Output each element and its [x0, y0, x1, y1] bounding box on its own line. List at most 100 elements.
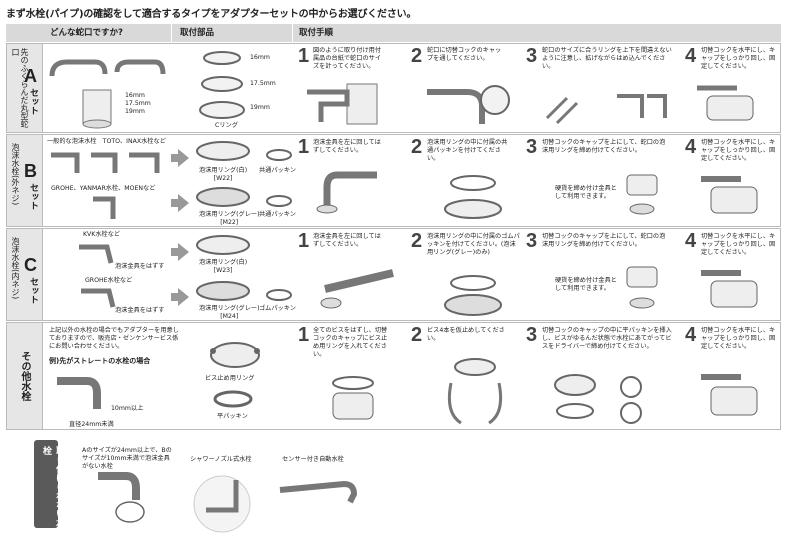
header-parts: 取付部品 [172, 24, 292, 42]
section-c-label-top-note: 泡沫金具をはずす [115, 263, 165, 270]
not-attachable-2-text: シャワーノズル式水栓 [190, 456, 252, 463]
faucet-c-top-illustration [79, 244, 114, 264]
step-other-2-text: ビス4本を仮止めしてください。 [427, 327, 505, 342]
section-b-label-bottom: GROHE、YANMAR水栓、MOENなど [51, 185, 156, 192]
arrow-c-bottom-icon [178, 288, 189, 306]
part-a-ring: Cリング [215, 122, 238, 129]
step-c-3-illustration [626, 266, 658, 309]
section-b-band [7, 135, 43, 226]
section-b: 泡沫水栓(外ネジ) B セット 一般的な泡沫水栓 TOTO、INAX水栓など G… [6, 134, 781, 227]
step-other-1-number: 1 [298, 324, 310, 346]
section-c-label-bottom: GROHE水栓など [85, 277, 133, 284]
step-a-2-illustration [427, 85, 510, 124]
pack-c-bottom-label: ゴムパッキン [259, 305, 296, 312]
section-c-set: セット [28, 277, 38, 304]
step-other-3-text: 切替コックのキャップの中に平パッキンを挿入し、ビスがゆるんだ状態で水栓にあてがっ… [542, 327, 672, 350]
not-attachable-1-text: Aのサイズが24mm以上で、Bのサイズが10mm未満で泡沫金具がない水栓 [82, 447, 172, 470]
header-faucet: どんな蛇口ですか? [6, 24, 171, 42]
section-c-side-label: 泡沫水栓(内ネジ) [11, 237, 20, 300]
step-c-4-text: 切替コックを水平にし、キャップをしっかり回し、固定してください。 [701, 233, 776, 256]
part-c-top: 泡沫用リング(白) [W23] [199, 259, 248, 274]
section-a-band [7, 44, 43, 132]
section-a-set: セット [28, 88, 38, 115]
step-a-1-illustration [307, 83, 378, 125]
step-a-1-text: 図のように取り付け用付属品の台紙で蛇口のサイズを計ってください。 [313, 47, 382, 70]
step-other-4-illustration [701, 374, 758, 416]
step-a-4-illustration [697, 85, 754, 121]
step-other-2-number: 2 [411, 324, 423, 346]
step-a-3-number: 3 [526, 45, 538, 67]
step-a-2-text: 蛇口に切替コックのキャップを通してください。 [427, 47, 502, 62]
part-a-16: 16mm [250, 54, 270, 61]
ring-b-top [196, 141, 250, 161]
size-a-175: 17.5mm [125, 100, 151, 107]
step-b-3-text: 切替コックのキャップを上にして、蛇口の泡沫用リングを締め付けてください。 [542, 139, 666, 154]
not-attachable-3-text: センサー付き自動水栓 [282, 456, 344, 463]
size-a-16: 16mm [125, 92, 145, 99]
part-b-top: 泡沫用リング(白) [W22] [199, 167, 248, 182]
c-ring-parts [199, 51, 245, 119]
ring-c-top [196, 235, 250, 255]
arrow-b-top-bar [171, 154, 179, 162]
step-a-4-number: 4 [685, 45, 697, 67]
section-a: 先のふくらんだ丸型蛇口 A セット 16mm 17.5mm 19mm 16mm … [6, 43, 781, 133]
other-faucet-illustration [57, 377, 101, 409]
arrow-c-top-icon [178, 243, 189, 261]
other-dim2: 直径24mm未満 [69, 421, 114, 428]
arrow-c-bottom-bar [171, 293, 179, 301]
step-b-1-number: 1 [298, 136, 310, 158]
step-b-3-note: 硬貨を締め付け金具として利用できます。 [555, 185, 617, 200]
step-b-1-illustration [316, 171, 377, 214]
faucet-c-bottom-illustration [81, 288, 116, 308]
section-b-letter: B [24, 161, 37, 181]
header-steps: 取付手順 [293, 24, 781, 42]
part-a-175: 17.5mm [250, 80, 276, 87]
step-other-4-number: 4 [685, 324, 697, 346]
section-a-letter: A [24, 66, 37, 86]
arrow-b-bottom-icon [178, 194, 189, 212]
step-b-1-text: 泡沫金具を左に回してはずしてください。 [313, 139, 381, 154]
step-c-4-illustration [701, 270, 758, 308]
step-b-4-text: 切替コックを水平にし、キャップをしっかり回し、固定してください。 [701, 139, 776, 162]
step-b-3-illustration [626, 174, 658, 215]
section-c-letter: C [24, 255, 37, 275]
faucet-a-illustration [49, 59, 166, 129]
section-a-side-label: 先のふくらんだ丸型蛇口 [11, 48, 29, 128]
other-dim1: 10mm以上 [111, 405, 144, 412]
section-c-band [7, 229, 43, 320]
section-other-side-label: その他水栓 [19, 351, 30, 401]
step-b-2-number: 2 [411, 136, 423, 158]
step-other-2-illustration [447, 358, 503, 425]
not-attachable-1-illustration [98, 472, 145, 523]
pack-c-bottom [266, 289, 292, 301]
step-a-3-text: 蛇口のサイズに合うリングを上下を間違えないように注意し、拡げながらはめ込んでくだ… [542, 47, 672, 70]
section-c-label-bottom-note: 泡沫金具をはずす [115, 307, 165, 314]
pack-b-top [266, 149, 292, 161]
section-b-side-label: 泡沫水栓(外ネジ) [11, 143, 20, 206]
step-b-4-number: 4 [685, 136, 697, 158]
pack-b-bottom [266, 195, 292, 207]
step-a-4-text: 切替コックを水平にし、キャップをしっかり回し、固定してください。 [701, 47, 776, 70]
step-c-4-number: 4 [685, 230, 697, 252]
pack-b-top-label: 共通パッキン [259, 167, 296, 174]
step-b-2-text: 泡沫用リングの中に付属の共通パッキンを付けてください。 [427, 139, 508, 162]
step-c-3-number: 3 [526, 230, 538, 252]
section-c-label-top: KVK水栓など [83, 231, 121, 238]
not-attachable-3-illustration [279, 480, 358, 504]
pack-b-bottom-label: 共通パッキン [259, 211, 296, 218]
size-a-19: 19mm [125, 108, 145, 115]
step-c-2-number: 2 [411, 230, 423, 252]
step-b-4-illustration [701, 176, 758, 214]
arrow-b-top-icon [178, 149, 189, 167]
step-a-2-number: 2 [411, 45, 423, 67]
other-pack-label: 平パッキン [217, 413, 248, 420]
other-ring-label: ビス止め用リング [205, 375, 255, 382]
not-attachable-label: 取り付けられない水栓 [34, 440, 64, 528]
part-a-19: 19mm [250, 104, 270, 111]
faucet-b-top-illustration [51, 152, 160, 173]
other-pack-part [213, 390, 253, 408]
section-other-band [7, 323, 43, 429]
step-a-1-number: 1 [298, 45, 310, 67]
not-attachable-2-illustration [193, 475, 251, 533]
other-ring-part [210, 342, 260, 368]
